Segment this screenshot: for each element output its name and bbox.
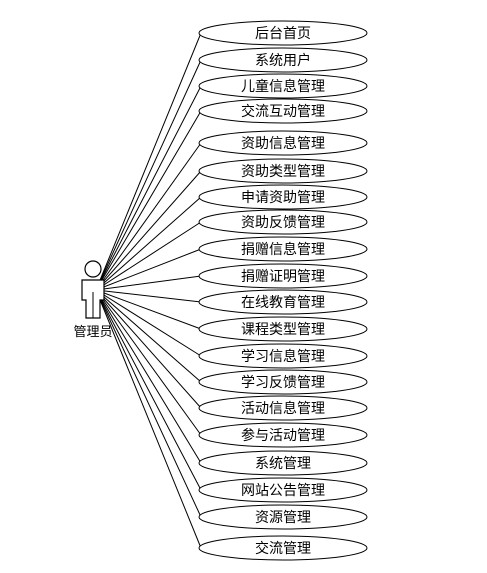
use-case-ellipse (198, 289, 368, 315)
use-case-label: 申请资助管理 (241, 190, 325, 206)
use-case-ellipse (198, 450, 368, 476)
use-case: 学习信息管理 (198, 343, 368, 369)
use-case: 儿童信息管理 (198, 73, 368, 99)
use-case-ellipse (198, 535, 368, 561)
association-line (95, 85, 202, 291)
association-lines (95, 32, 202, 549)
use-case-ellipse (198, 209, 368, 235)
association-line (95, 289, 202, 549)
use-case-ellipse (198, 422, 368, 448)
use-case-label: 在线教育管理 (241, 295, 325, 311)
use-case-ellipse (198, 236, 368, 262)
use-case-label: 捐赠信息管理 (241, 241, 325, 258)
use-case-ellipse (198, 504, 368, 530)
use-case-label: 活动信息管理 (241, 400, 325, 417)
use-case: 学习反馈管理 (198, 369, 368, 395)
use-case-label: 交流管理 (255, 540, 311, 557)
person-icon (81, 260, 105, 319)
use-case-label: 系统管理 (255, 456, 311, 472)
use-case-label: 系统用户 (255, 52, 311, 69)
use-case: 参与活动管理 (198, 422, 368, 448)
use-case-label: 后台首页 (255, 26, 311, 42)
use-case-label: 学习反馈管理 (241, 375, 325, 391)
use-case-ellipse (198, 47, 368, 73)
use-case: 申请资助管理 (198, 184, 368, 210)
association-line (95, 59, 202, 291)
association-line (95, 289, 202, 409)
use-case-label: 儿童信息管理 (241, 78, 325, 95)
use-case: 交流互动管理 (198, 98, 368, 124)
association-line (95, 289, 202, 330)
use-case-label: 资助信息管理 (241, 135, 325, 152)
use-case-ellipse (198, 369, 368, 395)
use-case-label: 交流互动管理 (241, 103, 325, 120)
use-case-ellipse (198, 158, 368, 184)
use-case-ellipse (198, 343, 368, 369)
use-case: 课程类型管理 (198, 316, 368, 342)
association-line (95, 289, 202, 436)
use-case-ellipse (198, 98, 368, 124)
actor-figure: 管理员 (73, 260, 113, 340)
use-case-ellipse (198, 73, 368, 99)
use-case: 网站公告管理 (198, 477, 368, 503)
use-case: 资助类型管理 (198, 158, 368, 184)
use-case: 后台首页 (198, 20, 368, 46)
association-line (95, 289, 202, 303)
association-line (95, 221, 202, 291)
association-line (95, 196, 202, 291)
association-line (95, 289, 202, 491)
use-case: 系统管理 (198, 450, 368, 476)
use-case: 捐赠信息管理 (198, 236, 368, 262)
use-case-label: 参与活动管理 (241, 427, 325, 444)
use-case-ellipse (198, 184, 368, 210)
use-case-label: 课程类型管理 (241, 322, 325, 338)
use-case: 活动信息管理 (198, 395, 368, 421)
association-line (95, 32, 202, 291)
actor-label: 管理员 (73, 325, 112, 340)
use-case: 资源管理 (198, 504, 368, 530)
use-case-ellipse (198, 316, 368, 342)
use-case-list: 后台首页系统用户儿童信息管理交流互动管理资助信息管理资助类型管理申请资助管理资助… (198, 20, 368, 561)
use-case-label: 资源管理 (255, 510, 311, 526)
use-case: 资助信息管理 (198, 130, 368, 156)
use-case-ellipse (198, 263, 368, 289)
association-line (95, 289, 202, 357)
use-case: 交流管理 (198, 535, 368, 561)
use-case-ellipse (198, 20, 368, 46)
use-case-ellipse (198, 395, 368, 421)
association-line (95, 248, 202, 291)
association-line (95, 275, 202, 291)
use-case-label: 资助类型管理 (241, 164, 325, 180)
association-line (95, 289, 202, 518)
use-case-ellipse (198, 130, 368, 156)
association-line (95, 289, 202, 464)
use-case: 在线教育管理 (198, 289, 368, 315)
use-case-label: 学习信息管理 (241, 348, 325, 365)
association-line (95, 142, 202, 291)
association-line (95, 110, 202, 291)
use-case: 捐赠证明管理 (198, 263, 368, 289)
use-case-label: 捐赠证明管理 (241, 269, 325, 285)
association-line (95, 289, 202, 383)
use-case-ellipse (198, 477, 368, 503)
use-case: 系统用户 (198, 47, 368, 73)
use-case-label: 资助反馈管理 (241, 215, 325, 231)
use-case: 资助反馈管理 (198, 209, 368, 235)
use-case-label: 网站公告管理 (241, 483, 325, 499)
association-line (95, 170, 202, 291)
